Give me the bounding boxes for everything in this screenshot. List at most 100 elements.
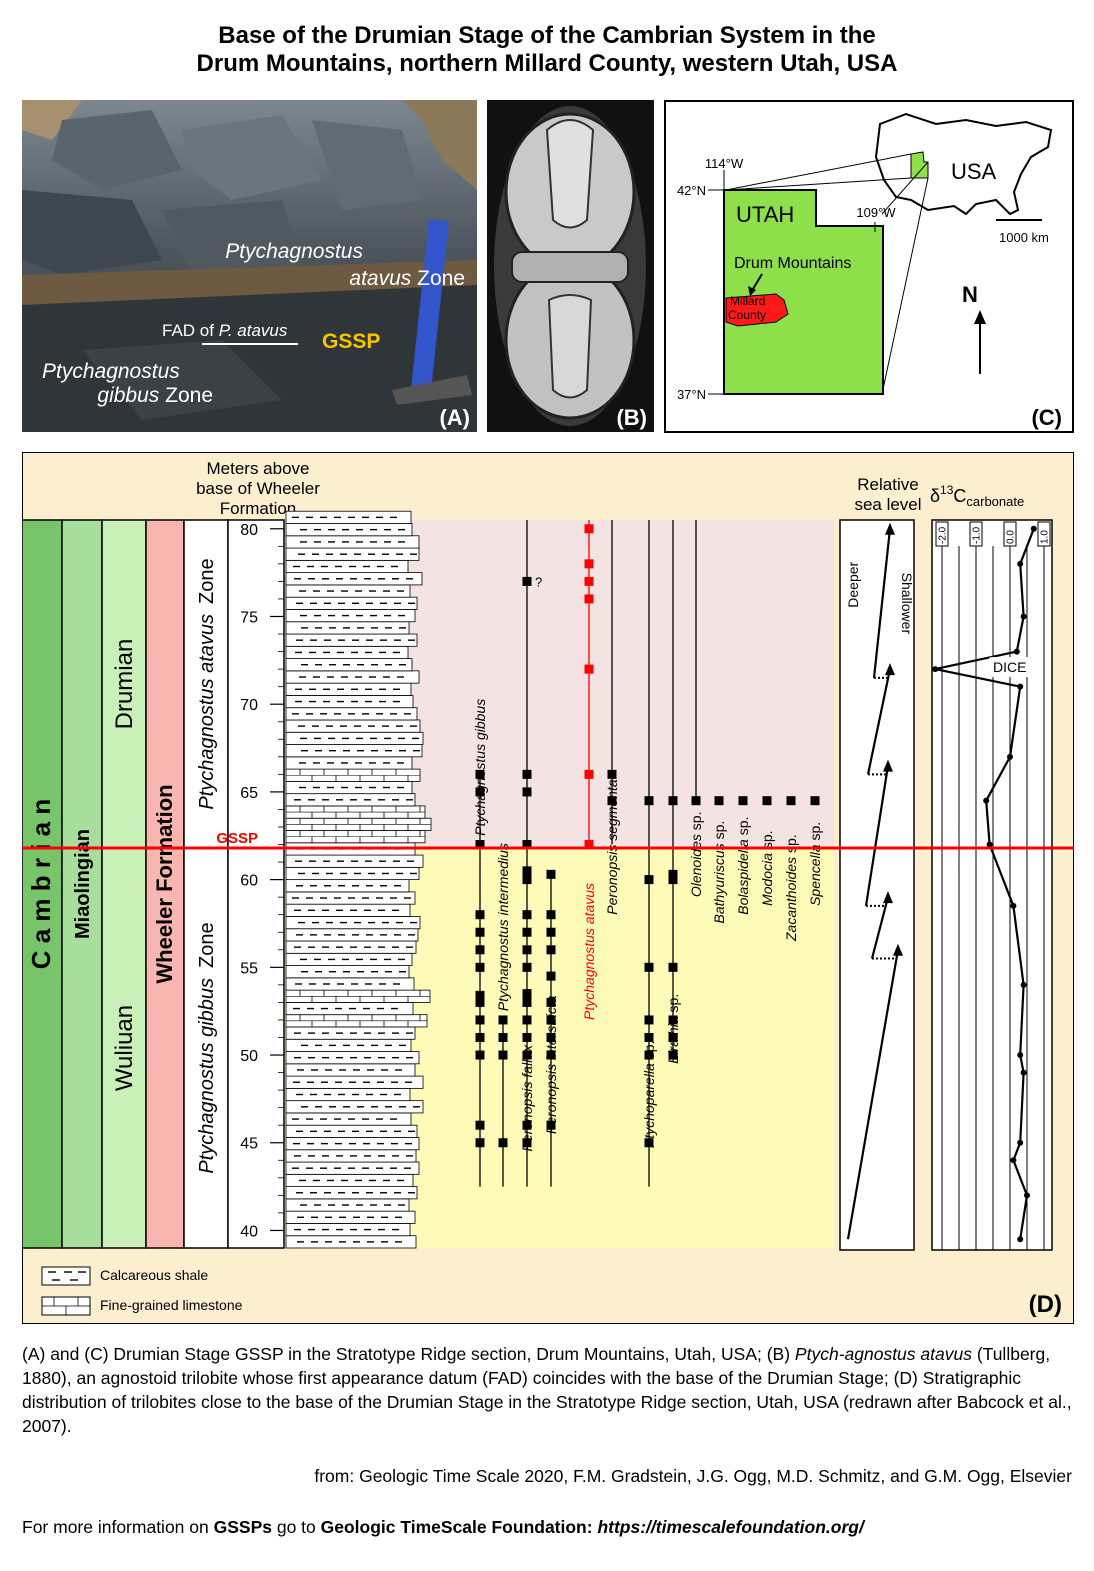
occurrence-marker	[475, 927, 485, 937]
occurrence-marker	[584, 840, 594, 850]
meter-tick-label: 75	[240, 609, 258, 626]
occurrence-marker	[475, 990, 485, 1000]
occurrence-marker	[522, 787, 532, 797]
scale-label: 1000 km	[999, 230, 1049, 245]
footer-url[interactable]: https://timescalefoundation.org/	[597, 1517, 864, 1537]
upper-zone-label: atavus Zone	[349, 267, 465, 290]
figure-caption: (A) and (C) Drumian Stage GSSP in the St…	[22, 1342, 1074, 1438]
taxon-label: Ptychagnostus intermedius	[495, 843, 511, 1011]
carbon-point	[1017, 1236, 1024, 1243]
carbon-tick-box	[1037, 521, 1051, 547]
lower-zone-label: gibbus Zone	[97, 384, 213, 407]
occurrence-marker	[546, 997, 556, 1007]
taxon-label: Ptychoparella sp.	[641, 1041, 657, 1148]
carbon-point	[1017, 1052, 1024, 1059]
deeper-label: Deeper	[845, 561, 861, 607]
shallower-label: Shallower	[899, 573, 915, 635]
taxon-label: Ptychagnostus atavus	[581, 883, 597, 1020]
shale-bed	[285, 658, 413, 672]
taxon-label: Spencella sp.	[807, 822, 823, 906]
shale-bed	[285, 756, 413, 770]
occurrence-marker	[475, 1015, 485, 1025]
taxon-range: Ptychagnostus gibbus	[472, 699, 488, 1187]
footer: For more information on GSSPs go to Geol…	[22, 1517, 864, 1538]
carbon-tick-box	[1003, 521, 1017, 547]
occurrence-marker	[522, 840, 532, 850]
carbon-point	[1020, 1069, 1027, 1076]
carbon-tick-label: 0.0	[1006, 530, 1017, 544]
title-line-2: Drum Mountains, northern Millard County,…	[196, 50, 898, 77]
taxon-range: Olenoides sp.	[688, 520, 704, 897]
shale-bed	[285, 547, 420, 561]
taxon-label: Modocia sp.	[759, 830, 775, 906]
shale-bed	[285, 621, 410, 635]
location-map: 114°W 109°W 42°N 37°N UTAH USA 1000 km D…	[664, 100, 1074, 433]
taxon-range: Ptychagnostus atavus	[581, 520, 597, 1020]
occurrence-marker	[644, 1050, 654, 1060]
occurrence-marker	[498, 1138, 508, 1148]
occurrence-marker	[644, 875, 654, 885]
formation-label: Wheeler Formation	[152, 784, 177, 983]
shale-bed	[285, 559, 409, 574]
fossil-photo: (B)	[487, 100, 654, 432]
meter-tick-label: 80	[240, 522, 258, 539]
shale-bed	[285, 1210, 416, 1224]
occurrence-marker	[668, 1050, 678, 1060]
occurrence-marker	[498, 1050, 508, 1060]
shale-bed	[285, 1051, 420, 1065]
carbon-tick-box	[969, 521, 983, 547]
occurrence-marker	[668, 869, 678, 879]
shale-bed	[285, 682, 412, 696]
shale-bed	[285, 854, 424, 868]
carbon-point	[1013, 648, 1020, 655]
carbon-point	[1030, 525, 1037, 532]
caption-part-2: (Tullberg, 1880), an agnostoid trilobite…	[22, 1344, 1072, 1436]
occurrence-marker	[762, 796, 772, 806]
shale-bed	[285, 1235, 417, 1249]
legend-shale-label: Calcareous shale	[100, 1267, 208, 1283]
legend: Calcareous shale Fine-grained limestone	[41, 1266, 243, 1316]
carbon-point	[1017, 560, 1024, 567]
lower-zone-column-label: Ptychagnostus gibbusZone	[196, 922, 218, 1173]
occurrence-marker	[668, 962, 678, 972]
occurrence-marker	[546, 927, 556, 937]
sea-level-arrow	[883, 891, 893, 904]
occurrence-marker	[498, 1015, 508, 1025]
occurrence-marker	[607, 796, 617, 806]
county-label-2: County	[728, 308, 766, 322]
limestone-bed	[285, 989, 431, 1003]
meter-tick-label: 65	[240, 785, 258, 802]
sea-level-segment	[866, 668, 892, 775]
carbon-isotope-panel	[931, 519, 1053, 1251]
occurrence-marker	[475, 962, 485, 972]
occurrence-marker	[522, 910, 532, 920]
occurrence-marker	[522, 769, 532, 779]
occurrence-marker	[668, 1015, 678, 1025]
meters-header: Meters above base of Wheeler Formation	[196, 459, 320, 518]
shale-bed	[285, 965, 410, 979]
meter-tick-label: 60	[240, 873, 258, 890]
carbon-tick-label: 1.0	[1040, 530, 1051, 544]
meters-header-line-2: base of Wheeler	[196, 479, 320, 498]
footer-foundation: Geologic TimeScale Foundation:	[320, 1517, 598, 1537]
occurrence-marker	[522, 1050, 532, 1060]
shale-bed	[285, 1223, 411, 1237]
occurrence-marker	[668, 796, 678, 806]
occurrence-marker	[475, 910, 485, 920]
shale-bed	[285, 535, 420, 549]
shale-bed	[285, 1149, 417, 1163]
limestone-bed	[285, 1014, 428, 1028]
carbon-tick-label: -1.0	[972, 526, 983, 544]
footer-mid: go to	[271, 1517, 321, 1537]
caption-part-1: (A) and (C) Drumian Stage GSSP in the St…	[22, 1344, 795, 1364]
shale-bed	[285, 1087, 411, 1102]
occurrence-marker	[522, 1120, 532, 1130]
dice-label-box	[989, 657, 1036, 678]
occurrence-marker	[522, 866, 532, 876]
carbon-point	[1017, 1139, 1024, 1146]
meter-tick-label: 50	[240, 1048, 258, 1065]
meter-tick-label: 45	[240, 1136, 258, 1153]
occurrence-marker	[546, 1032, 556, 1042]
sea-level-curve	[846, 522, 903, 1240]
